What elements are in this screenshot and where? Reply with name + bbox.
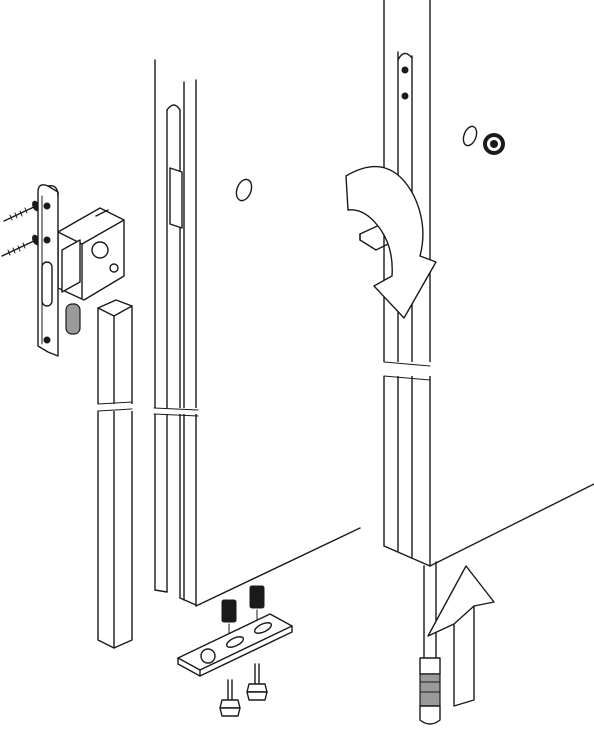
bolt-left — [219, 679, 241, 717]
latch-bolt — [65, 303, 81, 335]
door-hole-icon — [235, 178, 253, 202]
socket-left — [221, 599, 237, 641]
screw-hole-icon — [43, 336, 51, 344]
latch-plate — [37, 184, 59, 357]
screw-hole-icon — [43, 202, 51, 210]
door-post — [96, 299, 136, 649]
lock-hole-icon — [91, 241, 109, 259]
screw-hole-icon — [401, 66, 409, 74]
screw-upper — [3, 200, 40, 222]
screw-hole-icon — [43, 236, 51, 244]
door-panel-left — [150, 79, 361, 607]
socket-right — [249, 585, 265, 629]
pivot-pin — [419, 561, 441, 725]
screw-hole-icon — [401, 92, 409, 100]
pin-barrel — [419, 673, 441, 707]
bolt-right — [246, 663, 268, 701]
mounting-screws — [1, 200, 40, 257]
threaded-sockets — [221, 585, 265, 641]
rotate-arrow-icon — [345, 166, 437, 319]
strike-slot — [169, 167, 183, 229]
hex-bolts — [219, 663, 268, 717]
door-hole-icon — [462, 125, 478, 147]
grommet — [483, 133, 505, 155]
floor-plate — [177, 613, 293, 677]
screw-lower — [1, 234, 40, 257]
push-arrow-icon — [427, 565, 495, 707]
plate-hole-icon — [200, 648, 216, 664]
door-frame-profile — [154, 59, 197, 606]
plate-slot-icon — [225, 636, 245, 648]
plate-slot-icon — [253, 622, 273, 634]
